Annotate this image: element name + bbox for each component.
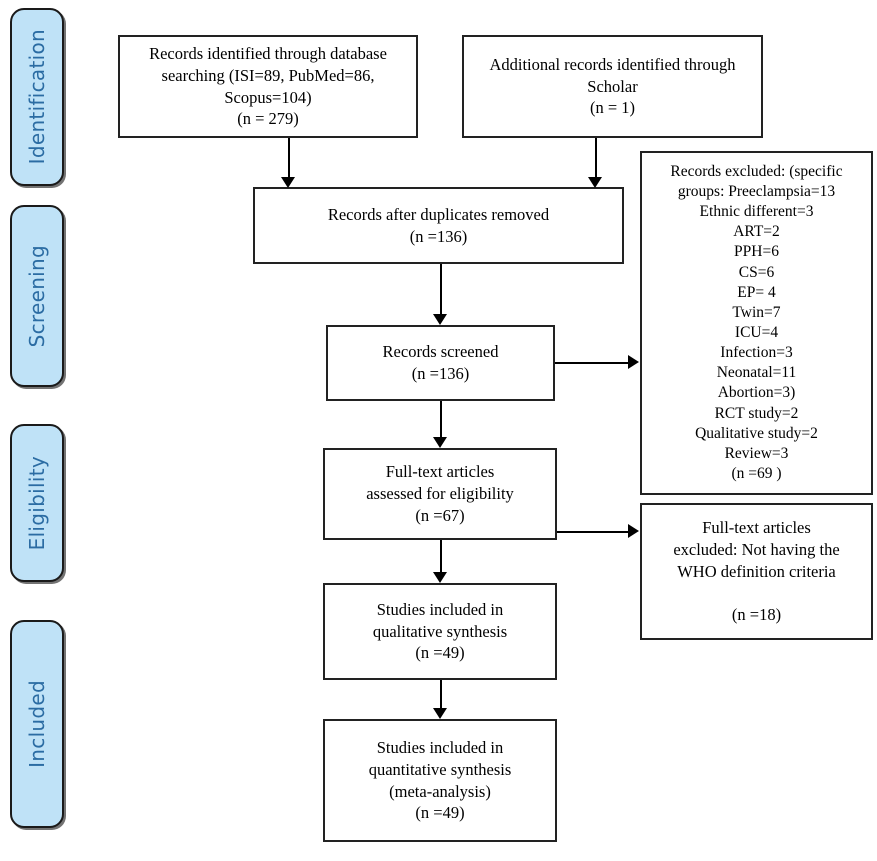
- box-additional-records-scholar-text: Additional records identified through Sc…: [489, 54, 736, 118]
- box-quantitative-synthesis: Studies included in quantitative synthes…: [323, 719, 557, 842]
- box-records-screened-text: Records screened (n =136): [382, 342, 499, 383]
- stage-pill-screening: Screening: [10, 205, 64, 387]
- box-quantitative-synthesis-text: Studies included in quantitative synthes…: [368, 737, 512, 823]
- arrowhead-duplicates-to-screened: [433, 314, 447, 325]
- arrowhead-screened-to-excluded: [628, 355, 639, 369]
- box-records-excluded-text: Records excluded: (specific groups: Pree…: [670, 162, 843, 482]
- box-records-identified-database-text: Records identified through database sear…: [149, 43, 387, 129]
- connector-scholar-to-duplicates: [595, 138, 597, 179]
- connector-duplicates-to-screened: [440, 264, 442, 315]
- stage-label-eligibility: Eligibility: [25, 455, 49, 551]
- stage-pill-included: Included: [10, 620, 64, 828]
- stage-label-identification: Identification: [25, 29, 49, 165]
- arrowhead-scholar-to-duplicates: [588, 177, 602, 188]
- box-records-identified-database: Records identified through database sear…: [118, 35, 418, 138]
- box-qualitative-synthesis-text: Studies included in qualitative synthesi…: [372, 599, 508, 663]
- stage-pill-eligibility: Eligibility: [10, 424, 64, 582]
- stage-pill-identification: Identification: [10, 8, 64, 186]
- box-records-after-duplicates: Records after duplicates removed (n =136…: [253, 187, 624, 264]
- arrowhead-database-to-duplicates: [281, 177, 295, 188]
- box-fulltext-assessed: Full-text articles assessed for eligibil…: [323, 448, 557, 540]
- box-fulltext-excluded-text: Full-text articles excluded: Not having …: [673, 517, 840, 625]
- connector-screened-to-excluded: [555, 362, 629, 364]
- connector-fulltext-to-fulltext-excluded: [557, 531, 629, 533]
- arrowhead-fulltext-to-qualitative: [433, 572, 447, 583]
- arrowhead-screened-to-fulltext: [433, 437, 447, 448]
- stage-label-screening: Screening: [25, 244, 49, 348]
- box-fulltext-excluded: Full-text articles excluded: Not having …: [640, 503, 873, 640]
- connector-fulltext-to-qualitative: [440, 540, 442, 573]
- box-qualitative-synthesis: Studies included in qualitative synthesi…: [323, 583, 557, 680]
- stage-label-included: Included: [25, 680, 49, 768]
- box-additional-records-scholar: Additional records identified through Sc…: [462, 35, 763, 138]
- arrowhead-fulltext-to-fulltext-excluded: [628, 524, 639, 538]
- box-records-excluded: Records excluded: (specific groups: Pree…: [640, 151, 873, 495]
- box-records-after-duplicates-text: Records after duplicates removed (n =136…: [327, 204, 550, 246]
- connector-database-to-duplicates: [288, 138, 290, 179]
- arrowhead-qualitative-to-quantitative: [433, 708, 447, 719]
- box-fulltext-assessed-text: Full-text articles assessed for eligibil…: [366, 462, 514, 525]
- box-records-screened: Records screened (n =136): [326, 325, 555, 401]
- connector-qualitative-to-quantitative: [440, 680, 442, 709]
- connector-screened-to-fulltext: [440, 401, 442, 438]
